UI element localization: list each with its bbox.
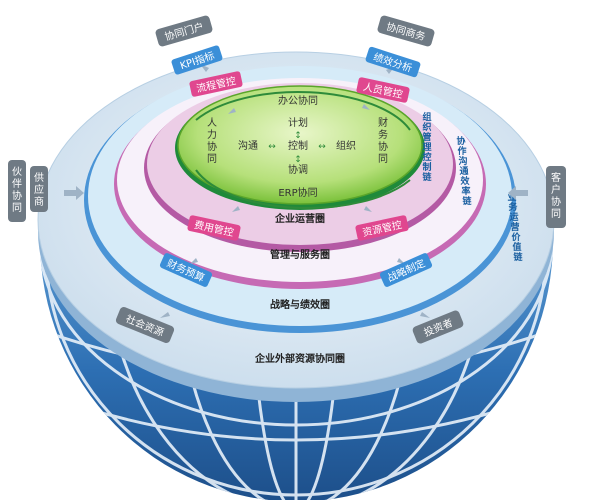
svg-text:↔: ↔	[318, 142, 326, 152]
svg-text:理: 理	[422, 142, 431, 153]
svg-text:效: 效	[460, 175, 470, 187]
svg-text:营: 营	[510, 221, 519, 233]
tag-personnel-control: 人员管控	[356, 77, 410, 103]
business-value-chain-label: 业 务 运 营 价 值 链	[507, 191, 523, 263]
svg-text:同: 同	[12, 202, 22, 214]
svg-text:协: 协	[207, 140, 217, 153]
svg-text:伴: 伴	[12, 177, 22, 190]
core-finance-collab: 财 务 协 同	[378, 116, 388, 165]
svg-text:力: 力	[207, 128, 217, 141]
core-arrows: ↕ ↕ ↔ ↔	[268, 131, 326, 165]
svg-text:链: 链	[462, 195, 472, 207]
tag-expense-control: 费用管控	[187, 215, 241, 241]
svg-text:供: 供	[34, 171, 44, 184]
tag-customer-collab: 客 户 协 同	[546, 166, 566, 228]
core-hr-collab: 人 力 协 同	[207, 117, 217, 165]
core-communicate: 沟通	[238, 139, 258, 152]
svg-text:组: 组	[422, 111, 431, 123]
tag-investor: 投资者	[412, 310, 464, 344]
core-plan: 计划	[288, 116, 308, 129]
tag-collab-portal: 协同门户	[155, 15, 213, 47]
svg-text:业: 业	[507, 191, 516, 203]
core-control: 控制	[288, 139, 308, 152]
tag-supplier: 供 应 商	[30, 166, 48, 212]
svg-text:沟: 沟	[458, 155, 467, 167]
connector-arrows	[64, 64, 528, 318]
svg-text:户: 户	[551, 183, 561, 196]
external-resources-ring-label: 企业外部资源协同圈	[254, 352, 345, 365]
svg-text:值: 值	[512, 241, 521, 253]
svg-text:管: 管	[422, 131, 431, 143]
svg-text:通: 通	[459, 165, 468, 177]
collab-efficiency-chain-label: 协 作 沟 通 效 率 链	[456, 135, 472, 207]
tag-resource-control: 资源管控	[355, 215, 409, 241]
core-organize: 组织	[336, 139, 356, 152]
svg-text:客: 客	[551, 171, 561, 184]
svg-text:协: 协	[551, 195, 561, 208]
core-office-collab: 办公协同	[278, 94, 318, 107]
svg-text:↕: ↕	[294, 155, 302, 165]
strategy-performance-ring-label: 战略与绩效圈	[270, 298, 330, 311]
svg-text:商: 商	[34, 195, 44, 208]
svg-text:应: 应	[34, 183, 44, 196]
svg-text:同: 同	[207, 153, 217, 165]
svg-text:协: 协	[456, 135, 465, 147]
svg-text:同: 同	[378, 153, 388, 165]
tag-process-control: 流程管控	[189, 71, 243, 97]
svg-text:务: 务	[378, 128, 388, 141]
svg-text:链: 链	[513, 251, 523, 263]
svg-text:控: 控	[422, 151, 431, 163]
svg-text:运: 运	[509, 212, 519, 223]
svg-text:链: 链	[422, 171, 432, 183]
svg-text:率: 率	[461, 185, 470, 197]
management-service-ring-label: 管理与服务圈	[270, 248, 330, 261]
svg-text:↔: ↔	[268, 142, 276, 152]
svg-text:制: 制	[422, 161, 431, 173]
operation-ring-label: 企业运营圈	[274, 212, 325, 225]
svg-text:作: 作	[457, 145, 466, 157]
core-erp-collab: ERP协同	[278, 186, 317, 199]
tag-collab-business: 协同商务	[377, 15, 435, 47]
svg-text:财: 财	[378, 116, 388, 129]
org-control-chain-label: 组 织 管 理 控 制 链	[422, 111, 432, 183]
svg-text:价: 价	[511, 232, 521, 243]
operation-core	[175, 85, 425, 210]
svg-text:务: 务	[508, 201, 518, 213]
svg-text:伙: 伙	[12, 166, 22, 178]
svg-text:协: 协	[378, 140, 388, 153]
svg-text:人: 人	[207, 117, 217, 129]
svg-text:织: 织	[422, 121, 431, 133]
svg-text:↕: ↕	[294, 131, 302, 141]
svg-text:协: 协	[12, 189, 22, 202]
tag-partner-collab: 伙 伴 协 同	[8, 160, 26, 222]
svg-text:同: 同	[551, 208, 561, 220]
core-coordinate: 协调	[288, 163, 308, 176]
